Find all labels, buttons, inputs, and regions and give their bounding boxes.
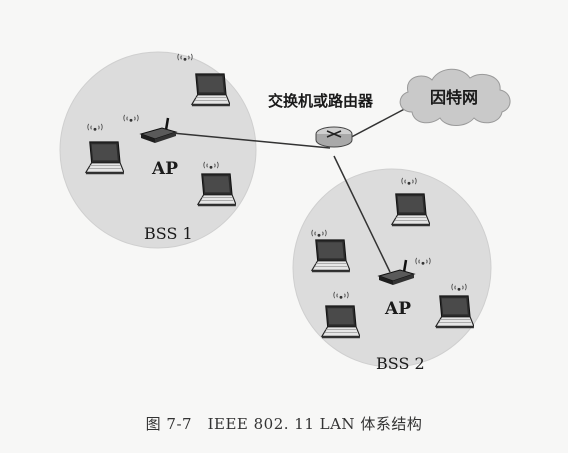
laptop-icon	[85, 141, 124, 175]
link-router-ap2	[333, 155, 391, 273]
router-label: 交换机或路由器	[268, 92, 374, 110]
laptop-icon	[191, 73, 230, 107]
laptop-icon	[311, 239, 350, 273]
bss2-label: BSS 2	[376, 354, 425, 373]
figure-caption: 图 7-7 IEEE 802. 11 LAN 体系结构	[145, 415, 423, 433]
bss1-area	[59, 51, 257, 249]
laptop-icon	[435, 295, 474, 329]
ap2-label: AP	[384, 299, 411, 319]
router-icon	[315, 126, 353, 148]
laptop-icon	[391, 193, 430, 227]
ap1-label: AP	[151, 159, 178, 179]
link-ap1-router	[171, 132, 331, 149]
laptop-icon	[197, 173, 236, 207]
laptop-icon	[321, 305, 360, 339]
internet-label: 因特网	[430, 88, 478, 107]
cloud-icon	[399, 68, 511, 126]
bss1-label: BSS 1	[144, 224, 193, 243]
link-router-internet	[341, 103, 415, 143]
